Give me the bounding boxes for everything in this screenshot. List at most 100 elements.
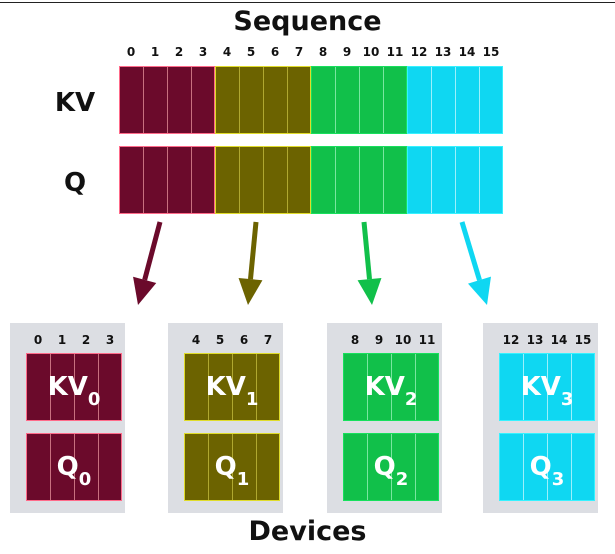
arrow-head-3: [468, 276, 491, 305]
cell-divider: [263, 67, 264, 133]
sequence-index-15: 15: [482, 45, 500, 59]
q-label-subscript: 3: [551, 469, 565, 490]
kv-block-1: KV1: [184, 353, 280, 421]
arrow-shaft-2: [361, 221, 372, 280]
cell-divider: [359, 67, 360, 133]
device-index-0: 0: [33, 333, 43, 347]
cell-divider: [383, 67, 384, 133]
cell-divider: [256, 354, 257, 420]
sequence-index-9: 9: [342, 45, 352, 59]
arrow-shaft-3: [459, 221, 482, 281]
cell-divider: [287, 147, 288, 213]
cell-divider: [383, 147, 384, 213]
cell-divider: [232, 354, 233, 420]
device-index-15: 15: [574, 333, 592, 347]
q-label-subscript: 1: [236, 469, 250, 490]
arrow-shaft-0: [142, 221, 163, 281]
cell-divider: [523, 434, 524, 500]
cell-divider: [335, 67, 336, 133]
arrow-head-2: [357, 277, 382, 305]
cell-divider: [367, 354, 368, 420]
kv-sequence-block-3: [407, 66, 503, 134]
kv-label-main: KV: [520, 372, 561, 402]
arrow-head-1: [238, 277, 263, 305]
kv-label-subscript: 2: [404, 389, 418, 410]
cell-divider: [547, 434, 548, 500]
device-index-6: 6: [239, 333, 249, 347]
device-index-9: 9: [374, 333, 384, 347]
cell-divider: [256, 434, 257, 500]
device-index-4: 4: [191, 333, 201, 347]
q-label-subscript: 2: [395, 469, 409, 490]
q-sequence-block-2: [311, 146, 407, 214]
cell-divider: [547, 354, 548, 420]
sequence-index-11: 11: [386, 45, 404, 59]
q-label-main: Q: [529, 452, 552, 482]
device-index-11: 11: [418, 333, 436, 347]
cell-divider: [191, 67, 192, 133]
cell-divider: [571, 354, 572, 420]
device-index-3: 3: [105, 333, 115, 347]
q-block-2: Q2: [343, 433, 439, 501]
q-sequence-block-1: [215, 146, 311, 214]
cell-divider: [391, 354, 392, 420]
devices-title: Devices: [248, 516, 367, 547]
cell-divider: [455, 67, 456, 133]
cell-divider: [415, 354, 416, 420]
kv-label-main: KV: [364, 372, 405, 402]
cell-divider: [98, 434, 99, 500]
device-index-2: 2: [81, 333, 91, 347]
cell-divider: [50, 434, 51, 500]
device-index-1: 1: [57, 333, 67, 347]
q-sequence-block-0: [119, 146, 215, 214]
sequence-index-12: 12: [410, 45, 428, 59]
cell-divider: [208, 434, 209, 500]
sequence-index-1: 1: [150, 45, 160, 59]
cell-divider: [263, 147, 264, 213]
q-label-subscript: 0: [78, 469, 92, 490]
cell-divider: [143, 67, 144, 133]
q-label-2: Q2: [344, 452, 438, 490]
kv-label-main: KV: [47, 372, 88, 402]
cell-divider: [431, 67, 432, 133]
cell-divider: [287, 67, 288, 133]
kv-label-subscript: 1: [245, 389, 259, 410]
cell-divider: [167, 67, 168, 133]
top-rule: [0, 2, 615, 3]
device-index-5: 5: [215, 333, 225, 347]
cell-divider: [523, 354, 524, 420]
kv-block-3: KV3: [499, 353, 595, 421]
q-block-1: Q1: [184, 433, 280, 501]
cell-divider: [74, 354, 75, 420]
kv-sequence-block-1: [215, 66, 311, 134]
sequence-index-8: 8: [318, 45, 328, 59]
device-index-13: 13: [526, 333, 544, 347]
device-index-12: 12: [502, 333, 520, 347]
sequence-index-4: 4: [222, 45, 232, 59]
cell-divider: [232, 434, 233, 500]
row-label-q: Q: [63, 168, 87, 198]
cell-divider: [479, 147, 480, 213]
kv-label-3: KV3: [500, 372, 594, 410]
sequence-index-3: 3: [198, 45, 208, 59]
sequence-index-6: 6: [270, 45, 280, 59]
sequence-index-13: 13: [434, 45, 452, 59]
q-label-1: Q1: [185, 452, 279, 490]
kv-label-1: KV1: [185, 372, 279, 410]
cell-divider: [239, 67, 240, 133]
sequence-index-2: 2: [174, 45, 184, 59]
cell-divider: [455, 147, 456, 213]
kv-label-subscript: 3: [560, 389, 574, 410]
sequence-title: Sequence: [233, 6, 382, 37]
cell-divider: [367, 434, 368, 500]
kv-sequence-block-2: [311, 66, 407, 134]
kv-label-subscript: 0: [87, 389, 101, 410]
arrow-shaft-1: [248, 221, 259, 280]
kv-label-0: KV0: [27, 372, 121, 410]
q-sequence-block-3: [407, 146, 503, 214]
kv-sequence-block-0: [119, 66, 215, 134]
device-index-10: 10: [394, 333, 412, 347]
